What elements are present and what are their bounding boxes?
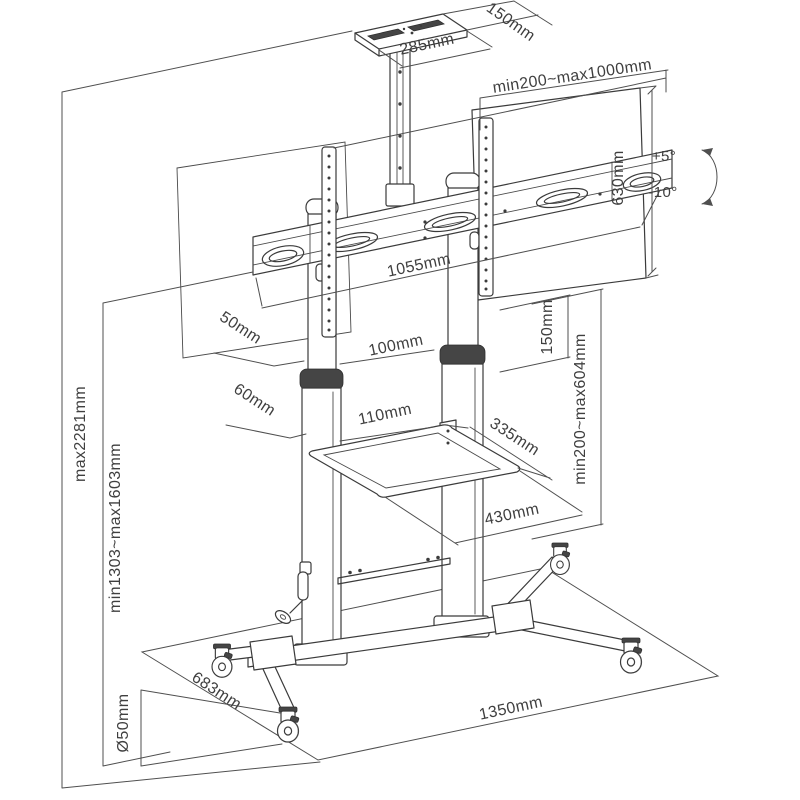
camera-shelf [354, 13, 468, 57]
tilt-arrow-down [702, 198, 713, 206]
leg-joint-left [249, 635, 297, 671]
caster-rear-left [211, 643, 234, 678]
dim-label-bar-gap: 150mm [539, 299, 556, 354]
base-frame [221, 556, 631, 716]
caster-front-left [276, 706, 300, 743]
tv-mount-bar [252, 149, 673, 282]
floor-outline [140, 567, 720, 761]
dim-label-center-height-range: min1303~max1603mm [107, 443, 124, 613]
dim-label-shelf-width: 430mm [483, 501, 541, 529]
dim-label-top-depth: 150mm [483, 0, 538, 45]
sway-bar [337, 555, 451, 585]
leg-joint-right [491, 599, 535, 635]
dim-label-caster-diameter: Ø50mm [115, 694, 132, 753]
dim-label-upper-col-depth: 50mm [217, 309, 265, 348]
caster-rear-right [550, 542, 571, 576]
dim-label-tilt-up: +5° [652, 148, 676, 165]
dim-label-lower-col-width: 110mm [357, 401, 414, 429]
tilt-arrow-up [702, 148, 713, 156]
dim-label-rail-span: min200~max1000mm [492, 56, 653, 97]
dim-label-bar-width: 1055mm [386, 251, 453, 281]
dim-label-screen-height: 630mm [610, 150, 627, 205]
rail-clip-right [469, 231, 480, 250]
center-pole [385, 45, 415, 207]
screen-position-outline-left [176, 141, 352, 359]
vesa-rail-right [478, 117, 494, 297]
laptop-shelf [308, 419, 521, 498]
dim-label-lower-col-depth: 60mm [231, 381, 279, 420]
vesa-rail-left [321, 146, 337, 338]
caster-front-right [619, 637, 643, 674]
crank-handle [274, 561, 312, 624]
dim-label-tilt-down: -10° [648, 184, 677, 201]
dim-label-shelf-range: min200~max604mm [572, 333, 589, 484]
dimension-lines [61, 0, 718, 789]
dim-label-max-height: max2281mm [72, 386, 89, 482]
